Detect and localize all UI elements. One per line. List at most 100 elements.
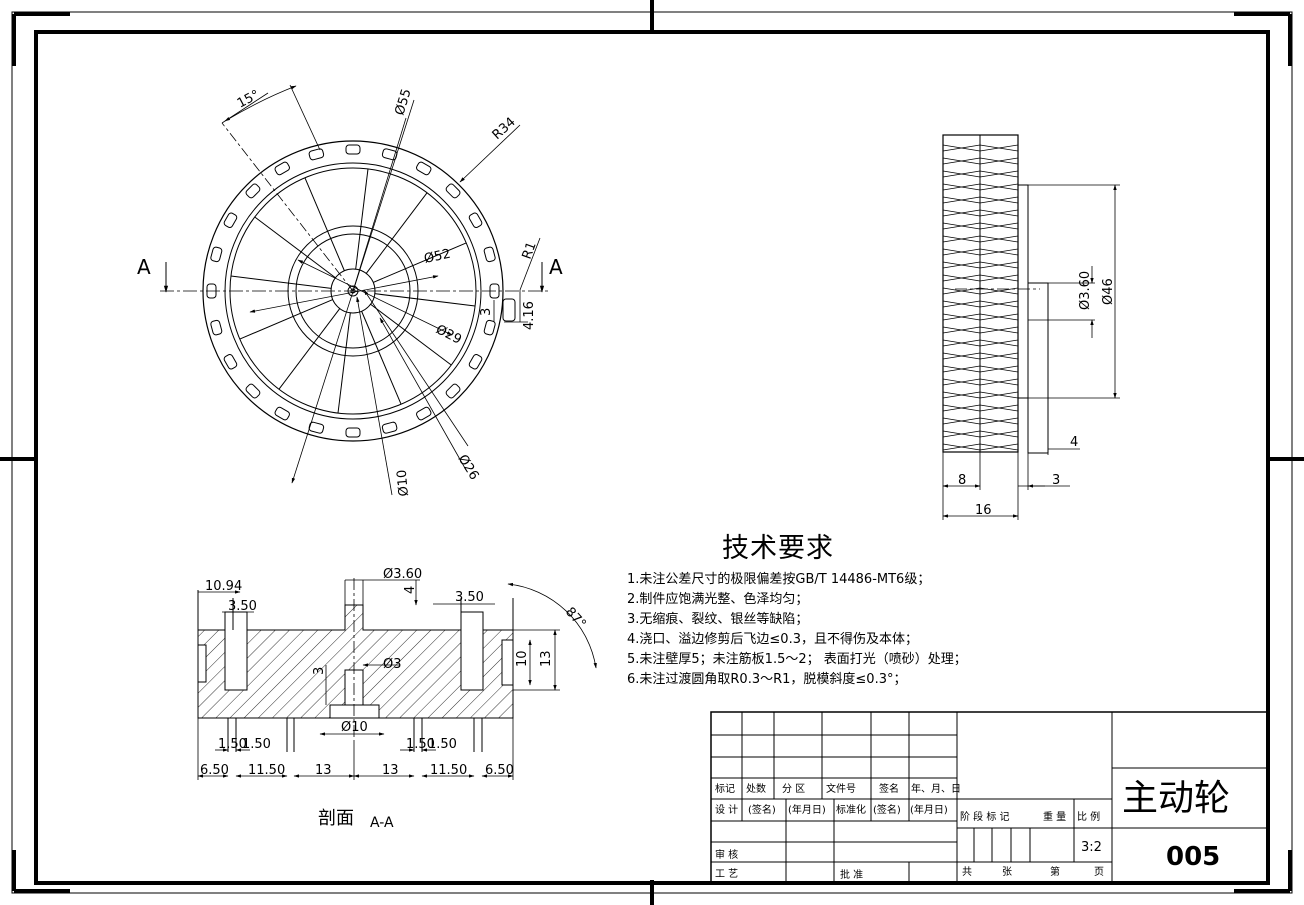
side-tread-line bbox=[979, 365, 1019, 373]
side-tread-line bbox=[942, 443, 981, 451]
section-marker-right-label: A bbox=[549, 255, 563, 279]
tb-weight: 重 量 bbox=[1043, 810, 1066, 823]
tread-tooth bbox=[245, 383, 261, 399]
tread-tooth-outline bbox=[210, 319, 223, 336]
requirement-3: 3.无缩痕、裂纹、银丝等缺陷； bbox=[627, 611, 808, 627]
section-caption: 剖面 bbox=[318, 808, 354, 829]
dim-d3-60-side: Ø3.60 bbox=[1078, 271, 1093, 310]
side-tread-line bbox=[979, 443, 1019, 451]
side-tread-line bbox=[979, 157, 1019, 165]
side-tread-line bbox=[942, 326, 981, 334]
side-tread-line bbox=[979, 313, 1019, 321]
side-tread-line bbox=[942, 313, 981, 321]
tb-scale-label: 比 例 bbox=[1077, 810, 1100, 823]
side-tread-line bbox=[979, 287, 1019, 295]
section-caption-label: A-A bbox=[370, 815, 394, 831]
side-tread-line bbox=[979, 170, 1019, 178]
tread-tooth bbox=[274, 161, 290, 176]
dim-three-side: 3 bbox=[1052, 473, 1060, 488]
spoke-line bbox=[239, 299, 333, 340]
tread-tooth-outline bbox=[245, 383, 261, 399]
tb-count: 处数 bbox=[746, 782, 766, 795]
side-tread-line bbox=[979, 300, 1019, 308]
side-tread-line bbox=[942, 235, 981, 243]
side-view bbox=[942, 134, 1120, 454]
tread-tooth bbox=[468, 354, 483, 370]
side-tread-line bbox=[942, 430, 981, 438]
dim-4-section: 4 bbox=[403, 586, 418, 594]
side-tread-line bbox=[979, 339, 1019, 347]
dim-13-section-height: 13 bbox=[539, 650, 554, 667]
dim-d3-section: Ø3 bbox=[383, 657, 402, 672]
side-tread-line bbox=[942, 287, 981, 295]
spoke-line bbox=[365, 192, 428, 274]
dim-four-side: 4 bbox=[1070, 435, 1078, 450]
tread-tooth-outline bbox=[468, 354, 483, 370]
dim-angle-15: 15° bbox=[235, 87, 262, 111]
dim-d55: Ø55 bbox=[392, 87, 414, 117]
tb-standard: 标准化 bbox=[836, 803, 866, 816]
tread-tooth bbox=[416, 406, 432, 421]
dim-3-bore: 3 bbox=[312, 667, 327, 675]
tb-zone: 分 区 bbox=[782, 783, 805, 795]
dim-1-50-d: 1.50 bbox=[428, 737, 457, 752]
tread-tooth-outline bbox=[416, 161, 432, 176]
side-tread-line bbox=[942, 300, 981, 308]
side-tread-line bbox=[979, 235, 1019, 243]
side-tread-line bbox=[942, 365, 981, 373]
tread-tooth-outline bbox=[245, 183, 261, 199]
side-tread-line bbox=[942, 209, 981, 217]
dim-3-50-left: 3.50 bbox=[228, 599, 257, 614]
tread-tooth-outline bbox=[345, 427, 361, 438]
dim-r34: R34 bbox=[490, 115, 519, 143]
title-block bbox=[710, 711, 1268, 884]
side-tread-line bbox=[942, 222, 981, 230]
tb-stage: 阶 段 标 记 bbox=[960, 810, 1010, 823]
side-tread-line bbox=[942, 248, 981, 256]
tread-teeth bbox=[206, 144, 500, 438]
tread-tooth bbox=[308, 148, 325, 161]
dim-d52: Ø52 bbox=[423, 247, 452, 267]
side-tread-line bbox=[979, 352, 1019, 360]
side-tread-line bbox=[942, 417, 981, 425]
dim-4-16: 4.16 bbox=[522, 301, 537, 330]
tb-date-p2: (年月日) bbox=[910, 803, 948, 816]
tread-tooth-outline bbox=[381, 421, 398, 434]
tread-tooth-outline bbox=[445, 383, 461, 399]
tb-sign-p2: (签名) bbox=[873, 803, 901, 816]
tread-tooth bbox=[381, 421, 398, 434]
section-marker-left-label: A bbox=[137, 255, 151, 279]
side-tread-line bbox=[979, 144, 1019, 152]
spoke-line bbox=[254, 216, 336, 279]
side-tread-line bbox=[979, 378, 1019, 386]
dim-eight-side: 8 bbox=[958, 473, 966, 488]
side-tread-line bbox=[979, 196, 1019, 204]
tb-approve: 批 准 bbox=[840, 868, 863, 881]
side-view-dimensions bbox=[942, 184, 1117, 520]
tread-tooth bbox=[483, 246, 496, 263]
tread-tooth-outline bbox=[308, 421, 325, 434]
requirements-heading: 技术要求 bbox=[722, 533, 834, 564]
tread-tooth bbox=[468, 212, 483, 228]
drawing-title: 主动轮 bbox=[1122, 778, 1230, 819]
tb-doc-no: 文件号 bbox=[826, 782, 856, 795]
tb-sign: 签名 bbox=[879, 782, 899, 795]
tb-sign-p: (签名) bbox=[748, 803, 776, 816]
tread-tooth-outline bbox=[468, 212, 483, 228]
side-tread-line bbox=[979, 404, 1019, 412]
dim-r1: R1 bbox=[520, 240, 540, 261]
tread-tooth bbox=[308, 421, 325, 434]
dim-sixteen-side: 16 bbox=[975, 503, 992, 518]
dim-three-front: 3 bbox=[479, 308, 494, 316]
dim-10-94: 10.94 bbox=[205, 579, 242, 594]
spoke-line bbox=[278, 308, 341, 390]
side-tread-line bbox=[942, 157, 981, 165]
dim-d46: Ø46 bbox=[1101, 278, 1116, 305]
requirement-2: 2.制件应饱满光整、色泽均匀； bbox=[627, 591, 808, 607]
dim-1-50-b: 1.50 bbox=[242, 737, 271, 752]
spoke-line bbox=[374, 293, 476, 307]
dim-13-right: 13 bbox=[382, 763, 399, 778]
tread-tooth-outline bbox=[445, 183, 461, 199]
side-tread-line bbox=[979, 222, 1019, 230]
